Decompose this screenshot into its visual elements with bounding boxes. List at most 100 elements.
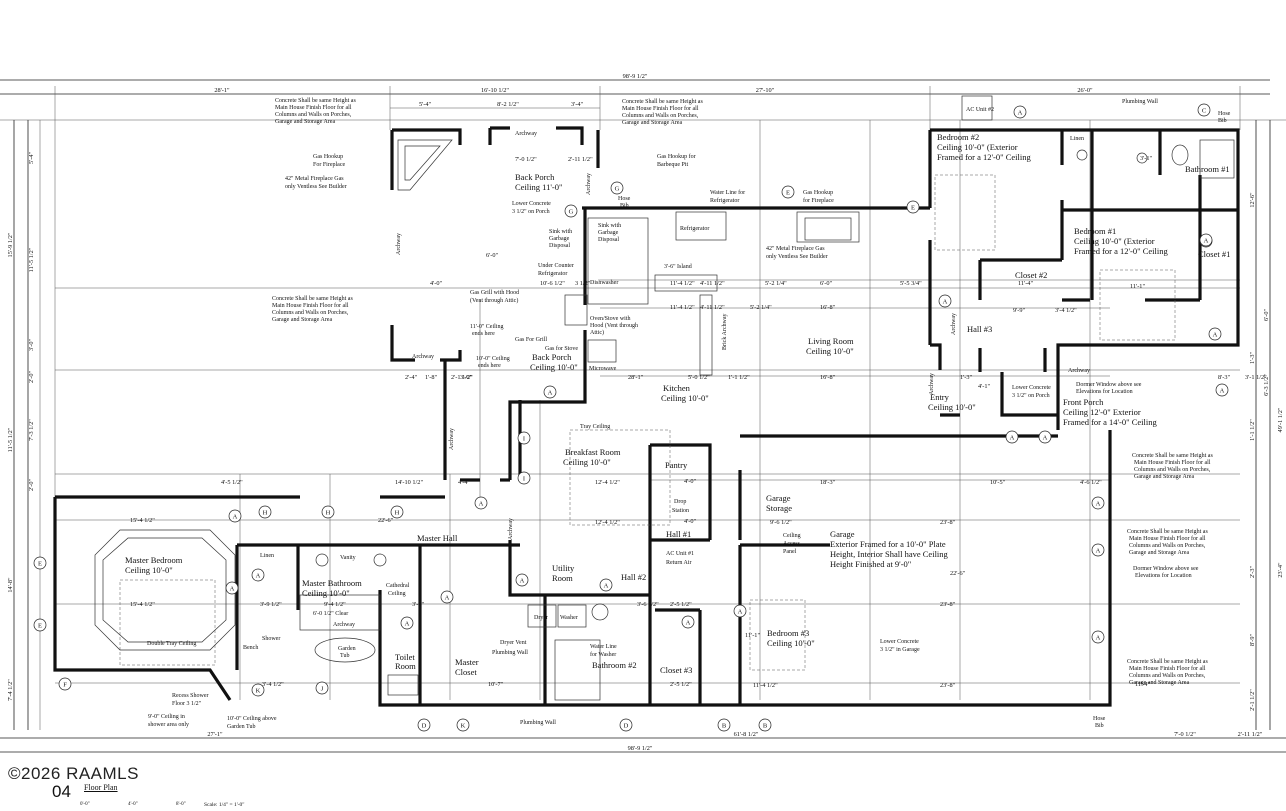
breakfast-room-ceiling: Ceiling 10'-0" bbox=[563, 457, 611, 467]
svg-text:Garage and Storage Area: Garage and Storage Area bbox=[275, 119, 335, 125]
grid-tag-bubble bbox=[938, 294, 952, 308]
svg-text:Under Counter: Under Counter bbox=[538, 263, 574, 269]
interior-dim: 7'-1 1/2" bbox=[1260, 0, 1282, 2]
svg-text:Disposal: Disposal bbox=[598, 237, 619, 243]
grid-tag-letter: H bbox=[263, 509, 268, 516]
grid-tag-letter: H bbox=[326, 509, 331, 516]
interior-dim: 16'-8" bbox=[820, 304, 836, 311]
hose-bib-bottom-label-2: Bib bbox=[1095, 723, 1104, 729]
linen-master-label: Linen bbox=[260, 553, 274, 559]
grid-tag-bubble bbox=[599, 578, 613, 592]
bathroom1-label: Bathroom #1 bbox=[1185, 164, 1230, 174]
bathroom2-label: Bathroom #2 bbox=[592, 660, 637, 670]
grid-tag-letter: A bbox=[405, 620, 410, 627]
hall1-label: Hall #1 bbox=[666, 529, 691, 539]
interior-dim: 4'-5 1/2" bbox=[221, 479, 243, 486]
archway-left-porch-label: Archway bbox=[412, 354, 434, 360]
grid-tag-letter: A bbox=[548, 389, 553, 396]
archway-front-label: Archway bbox=[1068, 368, 1090, 374]
interior-dim: 3'-9 1/2" bbox=[260, 601, 282, 608]
grid-tag-bubble bbox=[681, 615, 695, 629]
interior-dim: 12'-4 1/2" bbox=[595, 479, 620, 486]
return-air-label: Return Air bbox=[666, 560, 692, 566]
grid-tag-letter: A bbox=[445, 594, 450, 601]
top-sub-3: 3'-4" bbox=[571, 101, 584, 108]
grid-tag-bubble bbox=[417, 718, 431, 732]
hose-bib-bottom-label: Hose bbox=[1093, 716, 1106, 722]
interior-dim: 3'-4 1/2" bbox=[262, 681, 284, 688]
dishwasher-label: Dishwasher bbox=[590, 280, 618, 286]
interior-dim: 15'-4 1/2" bbox=[130, 517, 155, 524]
svg-text:Garage and Storage Area: Garage and Storage Area bbox=[1134, 474, 1194, 480]
grid-tag-letter: K bbox=[256, 687, 261, 694]
interior-dim: 2'-1 1/2" bbox=[451, 374, 473, 381]
svg-text:Floor 3 1/2": Floor 3 1/2" bbox=[172, 701, 202, 707]
toilet-room-label: Toilet bbox=[395, 652, 415, 662]
left-dim-8: 2'-0" bbox=[28, 479, 35, 492]
grid-tag-bubble bbox=[543, 385, 557, 399]
grid-tag-letter: F bbox=[63, 681, 67, 688]
note-plumbing-wall-bottom: Plumbing Wall bbox=[520, 720, 556, 726]
pantry-label: Pantry bbox=[665, 460, 688, 470]
svg-text:Garbage: Garbage bbox=[549, 236, 570, 242]
grid-tag-letter: J bbox=[321, 685, 324, 692]
svg-text:Lower Concrete: Lower Concrete bbox=[880, 639, 919, 645]
right-dim-2: 6'-0" bbox=[1263, 309, 1270, 322]
interior-dim: 2'-4" bbox=[405, 374, 418, 381]
svg-text:ends here: ends here bbox=[478, 363, 501, 369]
grid-tag-bubble bbox=[321, 505, 335, 519]
grid-tag-letter: A bbox=[1220, 387, 1225, 394]
interior-dim: 3'-9" bbox=[412, 601, 425, 608]
svg-text:Lower Concrete: Lower Concrete bbox=[1012, 385, 1051, 391]
closet3-label: Closet #3 bbox=[660, 665, 692, 675]
bench-label: Bench bbox=[243, 645, 258, 651]
hall3-label: Hall #3 bbox=[967, 324, 992, 334]
interior-dim: 2'-11 1/2" bbox=[568, 156, 593, 163]
grid-tag-bubble bbox=[33, 618, 47, 632]
bottom-seg-1: 27'-1" bbox=[207, 731, 223, 738]
grid-tag-bubble bbox=[1091, 543, 1105, 557]
right-dim-3: 1'-3" bbox=[1249, 352, 1256, 365]
svg-text:for Washer: for Washer bbox=[590, 651, 616, 658]
ac-unit2-label: AC Unit #2 bbox=[966, 107, 994, 113]
interior-dim: 16'-8" bbox=[820, 374, 836, 381]
svg-text:10'-0" Ceiling above: 10'-0" Ceiling above bbox=[227, 716, 277, 722]
grid-tag-letter: A bbox=[943, 298, 948, 305]
grid-tag-bubble bbox=[717, 718, 731, 732]
room-labels: Back Porch Ceiling 11'-0" Back Porch Cei… bbox=[125, 99, 1231, 729]
interior-dim: 4'-0" bbox=[430, 280, 443, 287]
grid-tag-bubble bbox=[564, 204, 578, 218]
ac-unit-2-box bbox=[961, 95, 993, 121]
svg-text:shower area only: shower area only bbox=[148, 722, 189, 728]
archway-top-label: Archway bbox=[515, 131, 537, 137]
note-shower-ceiling: 9'-0" Ceiling in shower area only bbox=[148, 714, 189, 728]
grid-tag-bubble bbox=[251, 568, 265, 582]
grid-tag-bubble bbox=[225, 581, 239, 595]
left-dim-6: 11'-5 1/2" bbox=[7, 427, 14, 452]
note-recess-shower: Recess Shower Floor 3 1/2" bbox=[172, 693, 209, 707]
drop-station-label-2: Station bbox=[672, 508, 689, 514]
svg-text:Columns and Walls on Porches,: Columns and Walls on Porches, bbox=[272, 310, 349, 316]
bottom-seg-3: 7'-0 1/2" bbox=[1174, 731, 1196, 738]
interior-dim: 23'-8" bbox=[940, 682, 956, 689]
svg-text:Columns and Walls on Porches,: Columns and Walls on Porches, bbox=[1134, 467, 1211, 473]
top-seg-3: 27'-10" bbox=[756, 87, 775, 94]
grid-tag-bubble bbox=[251, 683, 265, 697]
interior-dim: 28'-1" bbox=[628, 374, 644, 381]
svg-text:Garbage: Garbage bbox=[598, 230, 619, 236]
svg-text:(Vent through Attic): (Vent through Attic) bbox=[470, 297, 518, 304]
svg-text:Barbeque Pit: Barbeque Pit bbox=[657, 162, 688, 168]
grid-tag-bubble bbox=[1013, 105, 1027, 119]
scale-tick-2: 8'-0" bbox=[176, 802, 186, 807]
svg-text:Garage and Storage Area: Garage and Storage Area bbox=[272, 317, 332, 323]
right-dim-5: 49'-1 1/2" bbox=[1277, 407, 1284, 432]
bedroom3-name: Bedroom #3 bbox=[767, 628, 809, 638]
grid-tag-bubble bbox=[1091, 630, 1105, 644]
svg-text:for Fireplace: for Fireplace bbox=[803, 197, 834, 204]
svg-text:Gas Hookup: Gas Hookup bbox=[313, 154, 343, 160]
cathedral-label: Cathedral bbox=[386, 583, 410, 589]
ac-unit1-label: AC Unit #1 bbox=[666, 551, 694, 557]
garage-desc-3: Height Finished at 9'-0" bbox=[830, 559, 911, 569]
hose-bib-kitchen-label: Hose bbox=[618, 196, 631, 202]
interior-dim: 1'-1 1/2" bbox=[728, 374, 750, 381]
